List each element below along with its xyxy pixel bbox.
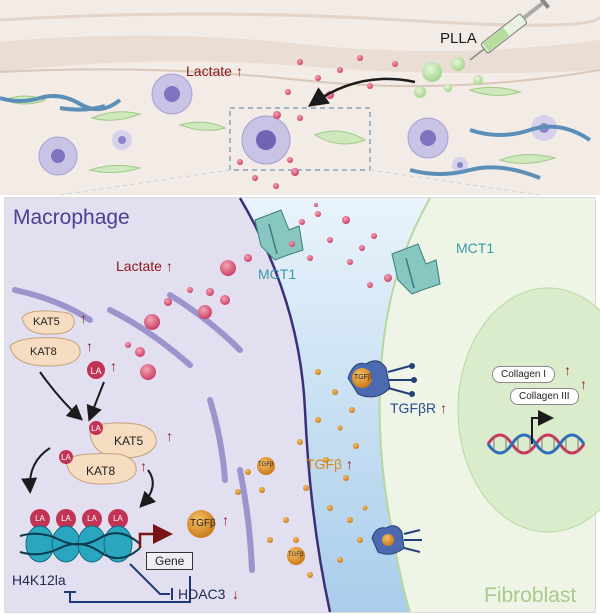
tgfb-ball-2 <box>287 547 305 565</box>
tgfbr-text: TGFβR <box>390 400 437 416</box>
tgfbr-receptor-bottom <box>371 525 422 555</box>
collagen3-pill: Collagen III <box>510 388 579 405</box>
tissue-macrophage-5 <box>407 117 449 159</box>
arrow-up-icon: ↑ <box>231 63 243 79</box>
tgfb-main-arrow-icon: ↑ <box>222 512 229 528</box>
kat8-mid-arrow-icon: ↑ <box>140 458 147 474</box>
endoplasmic-reticulum <box>12 287 255 573</box>
lactate-dots <box>125 203 392 380</box>
kat5-mid-label: KAT5 <box>114 434 144 448</box>
tissue-macrophage-2 <box>38 136 78 176</box>
tissue-lactate-label: Lactate ↑ <box>186 63 243 79</box>
tissue-fibroblasts <box>3 86 557 174</box>
h4k12la-label: H4K12la <box>12 572 66 588</box>
hdac3-label: HDAC3 <box>178 586 226 602</box>
tissue-lactate-dots <box>237 55 398 189</box>
la-arrow-icon: ↑ <box>110 358 117 374</box>
kat8-enzyme-mid <box>65 453 137 485</box>
arrow-up-icon: ↑ <box>342 456 353 472</box>
macrophage-lactate-text: Lactate <box>116 258 162 274</box>
tissue-macrophage-4 <box>241 115 291 165</box>
tgfb-main-label: TGFβ <box>190 518 216 529</box>
mct1-right-transporter <box>391 243 441 295</box>
la-nuc-2: LA <box>61 514 71 523</box>
kat8-top-label: KAT8 <box>30 346 57 358</box>
kat5-top-label: KAT5 <box>33 316 60 328</box>
collagen-fibers <box>0 94 592 180</box>
la-markers <box>30 361 128 529</box>
dna-helix <box>486 433 586 455</box>
macrophage-lactate-label: Lactate ↑ <box>116 258 173 274</box>
epidermis-layer <box>0 35 600 74</box>
la-nuc-4: LA <box>113 514 123 523</box>
tgfb-bound-label: TGFβ <box>354 374 373 381</box>
tissue-macrophage-3 <box>112 130 132 150</box>
kat8-mid-label: KAT8 <box>86 464 116 478</box>
extracellular-space <box>240 198 430 612</box>
kat5-enzyme-top <box>21 310 75 335</box>
kat8-top-arrow-icon: ↑ <box>86 338 93 354</box>
pathway-arrows <box>21 371 157 508</box>
tgfb-ball-1 <box>257 457 275 475</box>
tissue-macrophage-1 <box>151 73 193 115</box>
la-nuc-1: LA <box>35 514 45 523</box>
syringe-icon <box>469 0 550 61</box>
tgfb-ball-2-label: TGFβ <box>288 552 304 558</box>
collagen3-arrow-icon: ↑ <box>580 376 587 392</box>
tgfb-ball-main <box>187 510 215 538</box>
tissue-lactate-text: Lactate <box>186 63 232 79</box>
fibroblast-nucleus <box>457 287 600 533</box>
gene-box: Gene <box>146 552 194 570</box>
collagen1-pill: Collagen I <box>492 366 556 383</box>
la-nuc-3: LA <box>87 514 97 523</box>
kat5-top-arrow-icon: ↑ <box>80 310 87 326</box>
fibroblast-title: Fibroblast <box>484 584 577 607</box>
la-kat5-label: LA <box>91 424 101 433</box>
zoom-box <box>229 107 371 171</box>
tissue-arrow <box>307 77 416 107</box>
kat8-enzyme-top <box>9 337 81 367</box>
tgfb-mid-text: TGFβ <box>306 456 343 472</box>
tgfbr-label: TGFβR ↑ <box>390 400 447 416</box>
kat5-mid-arrow-icon: ↑ <box>166 428 173 444</box>
arrow-up-icon: ↑ <box>436 400 448 416</box>
macrophage-title: Macrophage <box>13 206 130 229</box>
la-kat8-label: LA <box>61 453 71 462</box>
plla-beads <box>414 57 483 98</box>
mct1-left-label: MCT1 <box>258 266 297 282</box>
collagen1-arrow-icon: ↑ <box>564 362 571 378</box>
tgfb-ball-1-label: TGFβ <box>258 462 274 468</box>
mct1-left-transporter <box>254 209 304 261</box>
tgfb-bound-icon <box>352 368 372 388</box>
nucleosomes <box>19 525 141 563</box>
inhibition-lines <box>64 563 191 603</box>
gene-expression-arrow <box>531 410 554 444</box>
la-top-label: LA <box>90 366 102 376</box>
hdac3-down-arrow-icon: ↓ <box>232 586 239 602</box>
arrow-up-icon: ↑ <box>161 258 173 274</box>
tissue-macrophage-7 <box>452 157 468 173</box>
transcription-arrow <box>138 524 173 548</box>
tgfb-mid-label: TGFβ ↑ <box>306 456 353 472</box>
mct1-right-label: MCT1 <box>456 240 495 256</box>
plla-label: PLLA <box>440 30 477 47</box>
